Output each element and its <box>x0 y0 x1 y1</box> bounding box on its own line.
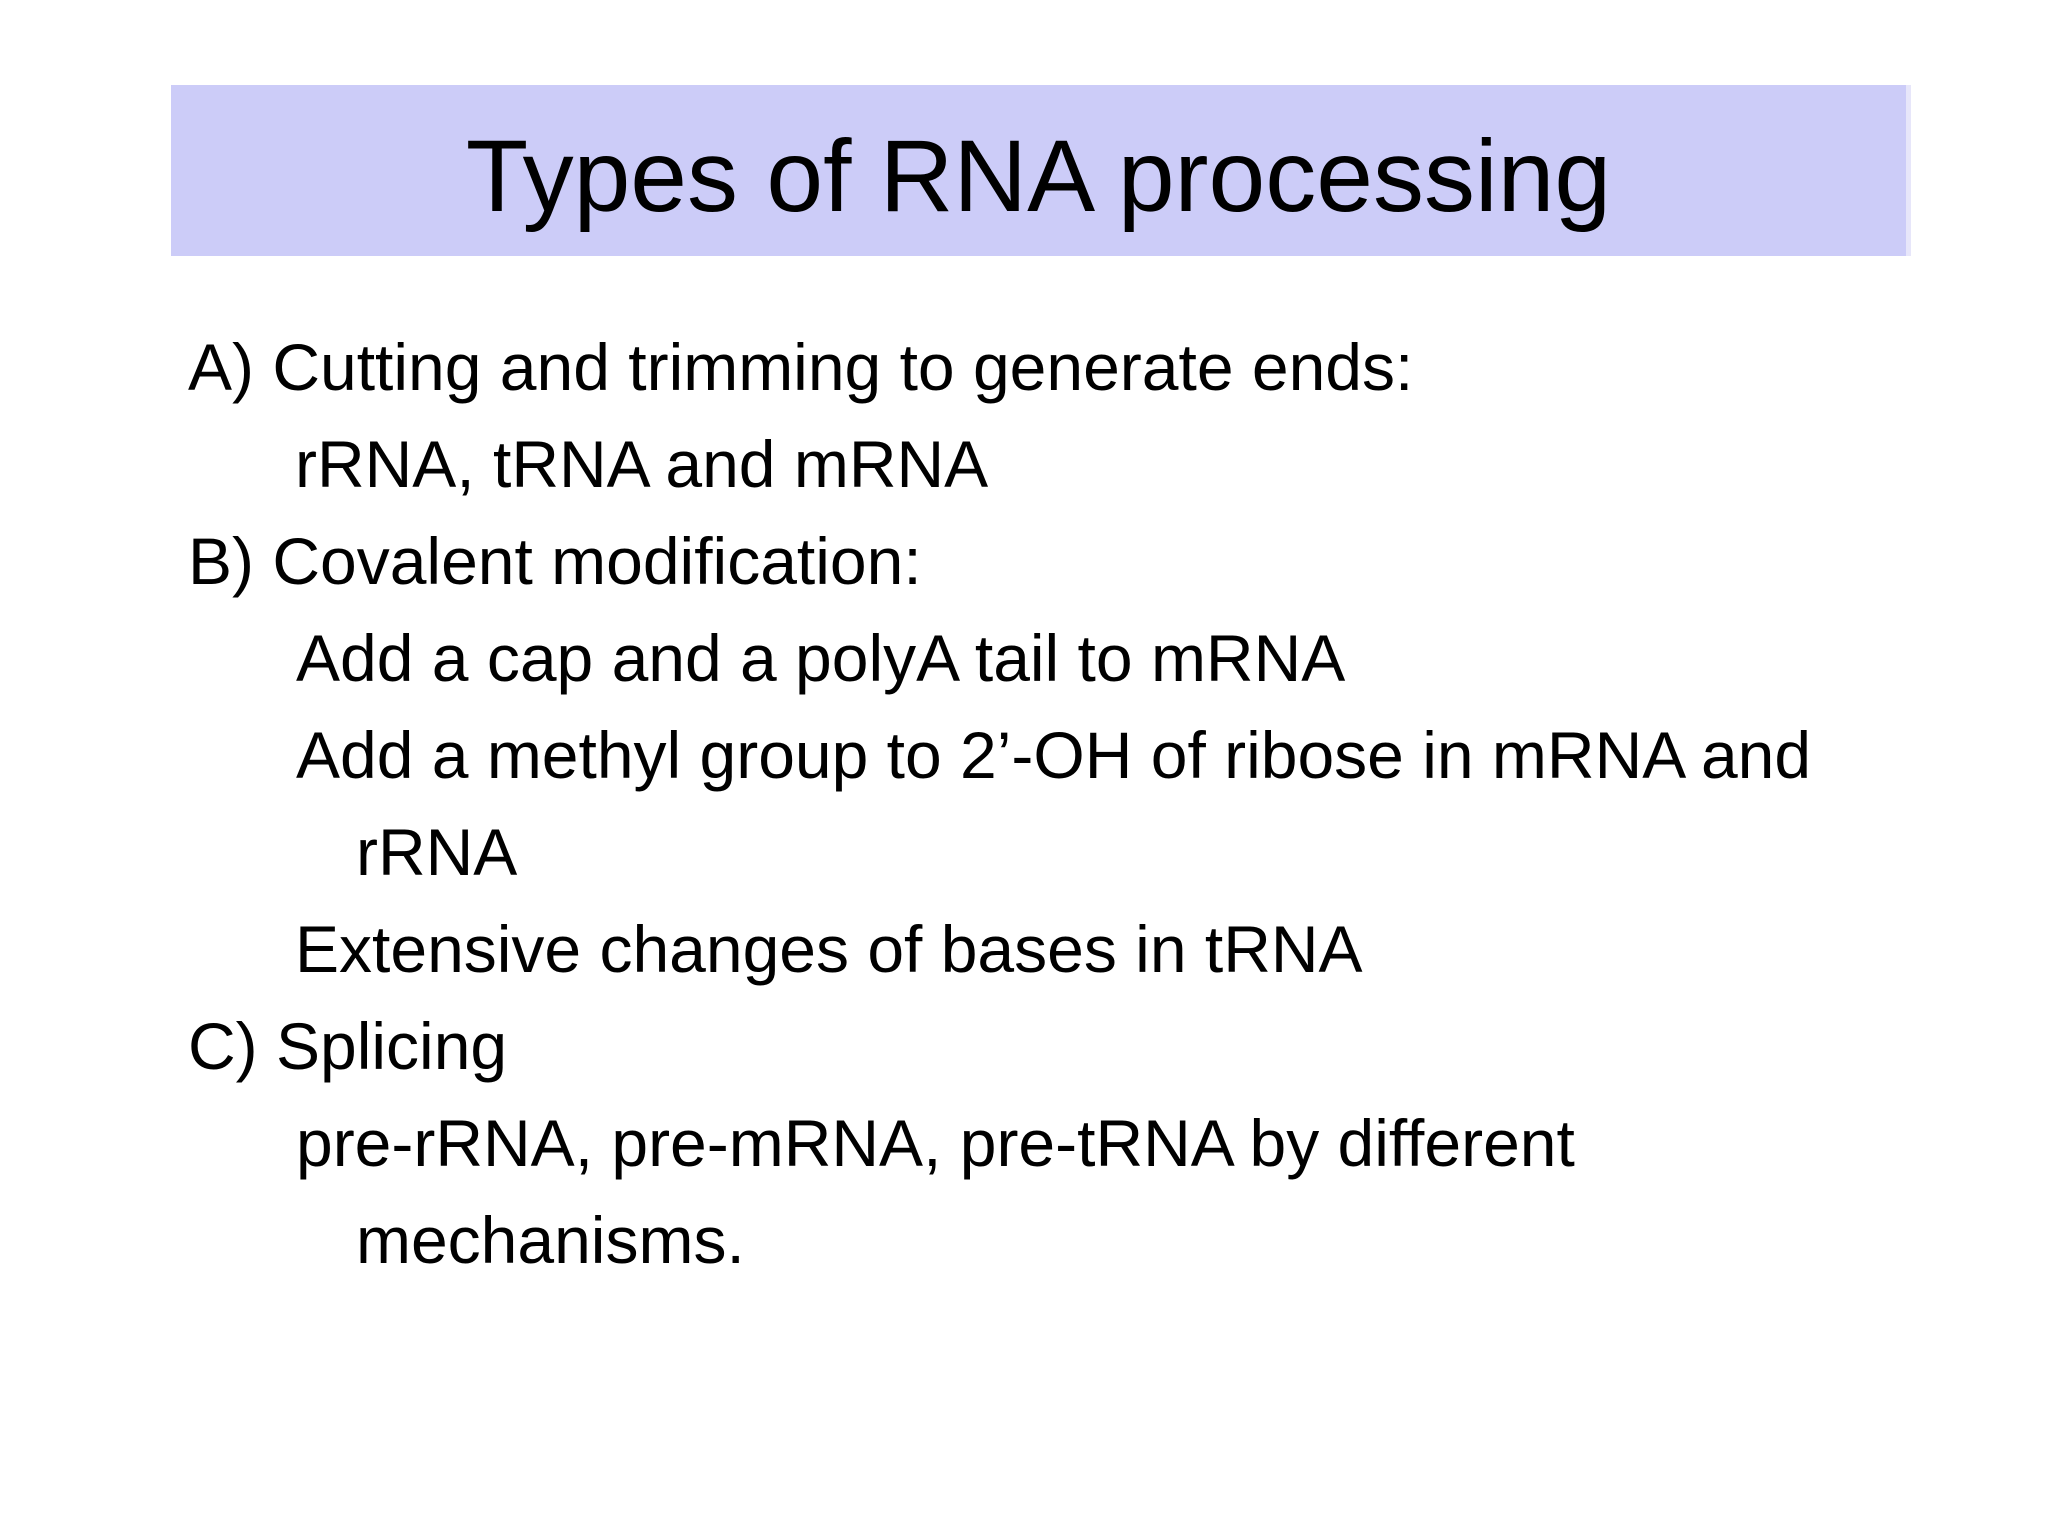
body-line-a-heading: A) Cutting and trimming to generate ends… <box>188 330 1414 404</box>
body-line-a-sub: rRNA, tRNA and mRNA <box>295 427 989 501</box>
body-line-b-sub-bases: Extensive changes of bases in tRNA <box>295 912 1363 986</box>
slide-title: Types of RNA processing <box>465 119 1612 233</box>
body-line-b-sub-methyl-wrap: rRNA <box>356 815 518 889</box>
body-line-c-sub: pre-rRNA, pre-mRNA, pre-tRNA by differen… <box>296 1106 1575 1180</box>
body-line-c-heading: C) Splicing <box>188 1009 508 1083</box>
body-line-b-sub-cap: Add a cap and a polyA tail to mRNA <box>296 621 1346 695</box>
body-line-c-sub-wrap: mechanisms. <box>356 1203 745 1277</box>
body-line-b-heading: B) Covalent modification: <box>188 524 922 598</box>
title-banner: Types of RNA processing <box>171 85 1911 256</box>
body-line-b-sub-methyl: Add a methyl group to 2’-OH of ribose in… <box>296 718 1812 792</box>
